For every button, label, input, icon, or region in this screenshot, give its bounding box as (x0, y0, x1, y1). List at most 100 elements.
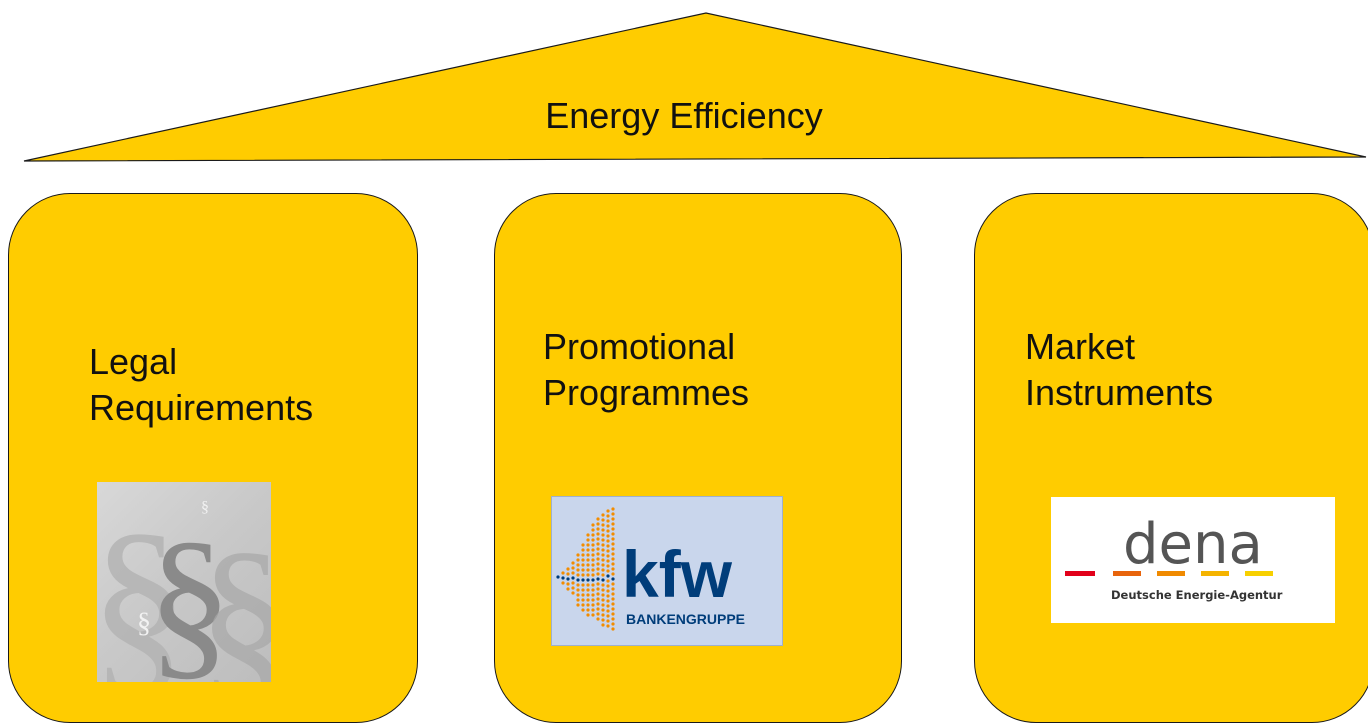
kfw-dot (591, 563, 595, 567)
kfw-dot (596, 607, 600, 611)
kfw-dot (586, 583, 590, 587)
kfw-dot (611, 612, 615, 616)
kfw-dot (591, 543, 595, 547)
kfw-dot (581, 568, 585, 572)
pillar-label-line: Requirements (89, 387, 314, 428)
dena-logo: dena Deutsche Energie-Agentur (1051, 497, 1335, 623)
kfw-dot (606, 564, 610, 568)
kfw-dot (601, 588, 605, 592)
kfw-dot (601, 543, 605, 547)
kfw-dot (576, 558, 580, 562)
kfw-dot (601, 563, 605, 567)
kfw-dot (571, 591, 575, 595)
kfw-dot (596, 567, 600, 571)
kfw-dot (586, 593, 590, 597)
kfw-dot (596, 617, 600, 621)
dena-wordmark: dena (1123, 512, 1263, 577)
kfw-dot (606, 534, 610, 538)
kfw-dot (601, 568, 605, 572)
kfw-dot (576, 603, 580, 607)
kfw-dot (601, 613, 605, 617)
kfw-dot (581, 563, 585, 567)
kfw-dot (581, 583, 585, 587)
kfw-dot (606, 569, 610, 573)
kfw-subtitle: BANKENGRUPPE (626, 611, 745, 627)
kfw-dot (591, 613, 595, 617)
kfw-dot (586, 538, 590, 542)
kfw-dot (596, 612, 600, 616)
kfw-dot (606, 589, 610, 593)
kfw-dot (611, 622, 615, 626)
kfw-dot (596, 577, 600, 581)
kfw-dot (611, 562, 615, 566)
kfw-dot (591, 568, 595, 572)
kfw-dot (596, 552, 600, 556)
legal-symbol-main: § (147, 507, 232, 682)
kfw-dot (591, 588, 595, 592)
kfw-dot (606, 524, 610, 528)
kfw-dot (601, 548, 605, 552)
kfw-dot (606, 509, 610, 513)
kfw-dot (591, 528, 595, 532)
legal-symbol-large: § (97, 493, 189, 682)
kfw-dot (606, 574, 610, 578)
paragraph-sign-icon: § § § § § (97, 482, 271, 682)
kfw-dot (601, 608, 605, 612)
kfw-dot (596, 587, 600, 591)
kfw-dot (606, 549, 610, 553)
kfw-dot (576, 593, 580, 597)
kfw-dot (581, 553, 585, 557)
kfw-dot (591, 583, 595, 587)
kfw-dot (581, 558, 585, 562)
kfw-dot (606, 624, 610, 628)
kfw-dot (576, 568, 580, 572)
kfw-dot (591, 523, 595, 527)
kfw-dot (601, 558, 605, 562)
kfw-dot (586, 558, 590, 562)
kfw-dot (596, 532, 600, 536)
kfw-dot (611, 517, 615, 521)
kfw-dot (586, 568, 590, 572)
kfw-dot (601, 518, 605, 522)
kfw-dot (601, 583, 605, 587)
kfw-dot (591, 538, 595, 542)
kfw-dot (581, 593, 585, 597)
kfw-dot (611, 532, 615, 536)
kfw-dot (596, 597, 600, 601)
kfw-dot (581, 543, 585, 547)
kfw-dot (601, 593, 605, 597)
kfw-dot (571, 576, 575, 580)
kfw-dot (611, 597, 615, 601)
kfw-dot (611, 572, 615, 576)
kfw-dot (611, 542, 615, 546)
pillar-label-line: Market (1025, 326, 1136, 367)
kfw-dot (591, 553, 595, 557)
kfw-dot (611, 592, 615, 596)
kfw-dot (586, 608, 590, 612)
kfw-dot (596, 547, 600, 551)
pillar-label-line: Legal (89, 341, 178, 382)
kfw-dot (606, 579, 610, 583)
kfw-dot (601, 603, 605, 607)
legal-symbol-tiny: § (201, 499, 209, 516)
kfw-dot (596, 542, 600, 546)
pillar-label-legal: Legal Requirements (89, 339, 313, 431)
kfw-dot (591, 608, 595, 612)
kfw-dot (601, 598, 605, 602)
kfw-dot (556, 575, 560, 579)
kfw-dot (611, 587, 615, 591)
kfw-dot (606, 594, 610, 598)
kfw-dot (596, 602, 600, 606)
kfw-dot (576, 588, 580, 592)
kfw-dot (571, 581, 575, 585)
dena-bar-amber (1157, 571, 1185, 576)
kfw-dot (601, 623, 605, 627)
kfw-dot (611, 507, 615, 511)
kfw-dot (606, 554, 610, 558)
kfw-dot (611, 547, 615, 551)
kfw-dot (586, 543, 590, 547)
kfw-dot (601, 618, 605, 622)
kfw-dot (601, 573, 605, 577)
kfw-dot (606, 559, 610, 563)
legal-symbol-small: § (137, 608, 151, 639)
